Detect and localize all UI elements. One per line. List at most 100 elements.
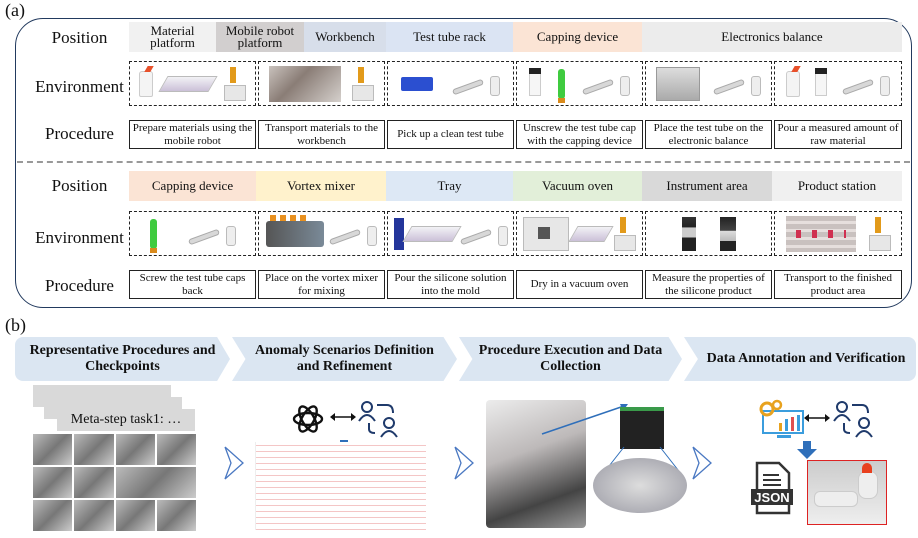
- procedure-cell: Pour the silicone solution into the mold: [387, 270, 514, 299]
- position-cell: Workbench: [304, 22, 386, 52]
- procedure-cell: Transport materials to the workbench: [258, 120, 385, 149]
- procedure-cell: Screw the test tube caps back: [129, 270, 256, 299]
- environment-cell: [774, 61, 902, 106]
- vortex-mixer-icon: [265, 214, 324, 247]
- stage-representative-procedures: Representative Procedures and Checkpoint…: [15, 337, 230, 381]
- position-cell: Capping device: [513, 22, 642, 52]
- meta-step-card: Meta-step task1: …: [57, 409, 195, 431]
- workbench-photo: [268, 65, 341, 102]
- panel-a-label: (a): [5, 0, 25, 20]
- robot-arm-icon: [582, 74, 630, 96]
- environment-cell: [129, 61, 256, 106]
- bidirectional-arrow-icon: [804, 414, 830, 422]
- mold-tray-icon: [568, 225, 615, 242]
- environment-cell: [387, 211, 514, 256]
- environment-cell: [645, 211, 772, 256]
- robot-arm-icon: [713, 74, 761, 96]
- procedure-cell: Pick up a clean test tube: [387, 120, 514, 149]
- electronic-balance-icon: [656, 66, 701, 101]
- row-label-position-top: Position: [51, 28, 108, 47]
- silicone-bottle-icon: [393, 217, 404, 250]
- panel-a-frame: [15, 18, 912, 308]
- wash-bottle-image: [814, 491, 858, 507]
- procedure-cell: Pour a measured amount of raw material: [774, 120, 902, 149]
- position-cell: Electronics balance: [642, 22, 902, 52]
- row-label-procedure-top: Procedure: [45, 124, 114, 143]
- position-cell: Vacuum oven: [513, 171, 642, 201]
- stage-anomaly-scenarios: Anomaly Scenarios Definition and Refinem…: [232, 337, 457, 381]
- wash-bottle-icon: [786, 70, 801, 97]
- robot-arm-lab-photo: [486, 400, 586, 528]
- procedure-cell: Dry in a vacuum oven: [516, 270, 643, 299]
- stage-procedure-execution: Procedure Execution and Data Collection: [459, 337, 682, 381]
- robot-arm-icon: [460, 224, 508, 246]
- json-code-snippet: [255, 442, 426, 530]
- lab-photo-collage: [33, 434, 196, 531]
- bottle-cap-image: [862, 463, 872, 473]
- capping-screwdriver-icon: [149, 218, 157, 253]
- environment-cell: [645, 61, 772, 106]
- position-cell: Tray: [386, 171, 513, 201]
- procedure-cell: Place the test tube on the electronic ba…: [645, 120, 772, 149]
- environment-cell: [516, 61, 643, 106]
- procedure-cell: Prepare materials using the mobile robot: [129, 120, 256, 149]
- environment-cell: [129, 211, 256, 256]
- mobile-robot-icon: [352, 66, 375, 101]
- environment-cell: [258, 61, 385, 106]
- row-label-procedure-bottom: Procedure: [45, 276, 114, 295]
- row-label-position-bottom: Position: [51, 176, 108, 195]
- row-label-environment-bottom: Environment: [35, 228, 124, 247]
- position-cell: Vortex mixer: [256, 171, 386, 201]
- camera-view-test-tubes: [593, 458, 687, 513]
- wash-bottle-image: [858, 471, 878, 499]
- stage-data-annotation: Data Annotation and Verification: [684, 337, 916, 381]
- robot-arm-icon: [842, 74, 890, 96]
- position-cell: Product station: [772, 171, 902, 201]
- panel-b-label: (b): [5, 315, 26, 335]
- human-collaboration-icon: [358, 401, 398, 438]
- position-cell: Capping device: [129, 171, 256, 201]
- json-file-icon: JSON: [751, 461, 793, 515]
- robot-arm-icon: [452, 74, 500, 96]
- chevron-right-icon: [692, 446, 712, 480]
- openai-logo-icon: [292, 405, 324, 433]
- test-tube-rack-icon: [401, 76, 434, 91]
- mobile-robot-icon: [868, 216, 891, 251]
- procedure-cell: Transport to the finished product area: [774, 270, 902, 299]
- robot-arm-icon: [188, 224, 236, 246]
- environment-cell: [258, 211, 385, 256]
- environment-cell: [516, 211, 643, 256]
- capping-screwdriver-icon: [557, 68, 565, 103]
- position-cell: Instrument area: [642, 171, 772, 201]
- row-label-environment-top: Environment: [35, 77, 124, 96]
- environment-cell: [774, 211, 902, 256]
- procedure-cell: Unscrew the test tube cap with the cappi…: [516, 120, 643, 149]
- procedure-cell: Measure the properties of the silicone p…: [645, 270, 772, 299]
- analytics-monitor-icon: [759, 399, 804, 438]
- procedure-cell: Place on the vortex mixer for mixing: [258, 270, 385, 299]
- product-shelf-icon: [785, 215, 856, 252]
- chevron-right-icon: [224, 446, 244, 480]
- wash-bottle-icon: [139, 70, 154, 97]
- robot-arm-icon: [329, 224, 378, 246]
- position-cell: Mobile robot platform: [216, 22, 304, 52]
- position-cell: Test tube rack: [386, 22, 513, 52]
- mold-tray-icon: [401, 225, 462, 242]
- mobile-robot-icon: [223, 66, 246, 101]
- gripper-camera-photo: [620, 407, 664, 449]
- position-cell: Material platform: [129, 22, 216, 52]
- section-divider: [17, 161, 910, 163]
- vacuum-oven-icon: [523, 216, 570, 251]
- human-collaboration-icon: [833, 401, 873, 438]
- json-label: JSON: [754, 490, 790, 505]
- hardness-tester-icon: [719, 216, 736, 251]
- chevron-right-icon: [454, 446, 474, 480]
- vial-icon: [529, 67, 542, 96]
- tensile-tester-icon: [681, 216, 696, 251]
- annotated-bottle-photo: [807, 460, 887, 525]
- environment-cell: [387, 61, 514, 106]
- zoom-arrow-icon: [541, 404, 628, 435]
- down-arrow-icon: [797, 441, 817, 459]
- mold-tray-icon: [158, 75, 219, 92]
- vial-icon: [814, 67, 827, 96]
